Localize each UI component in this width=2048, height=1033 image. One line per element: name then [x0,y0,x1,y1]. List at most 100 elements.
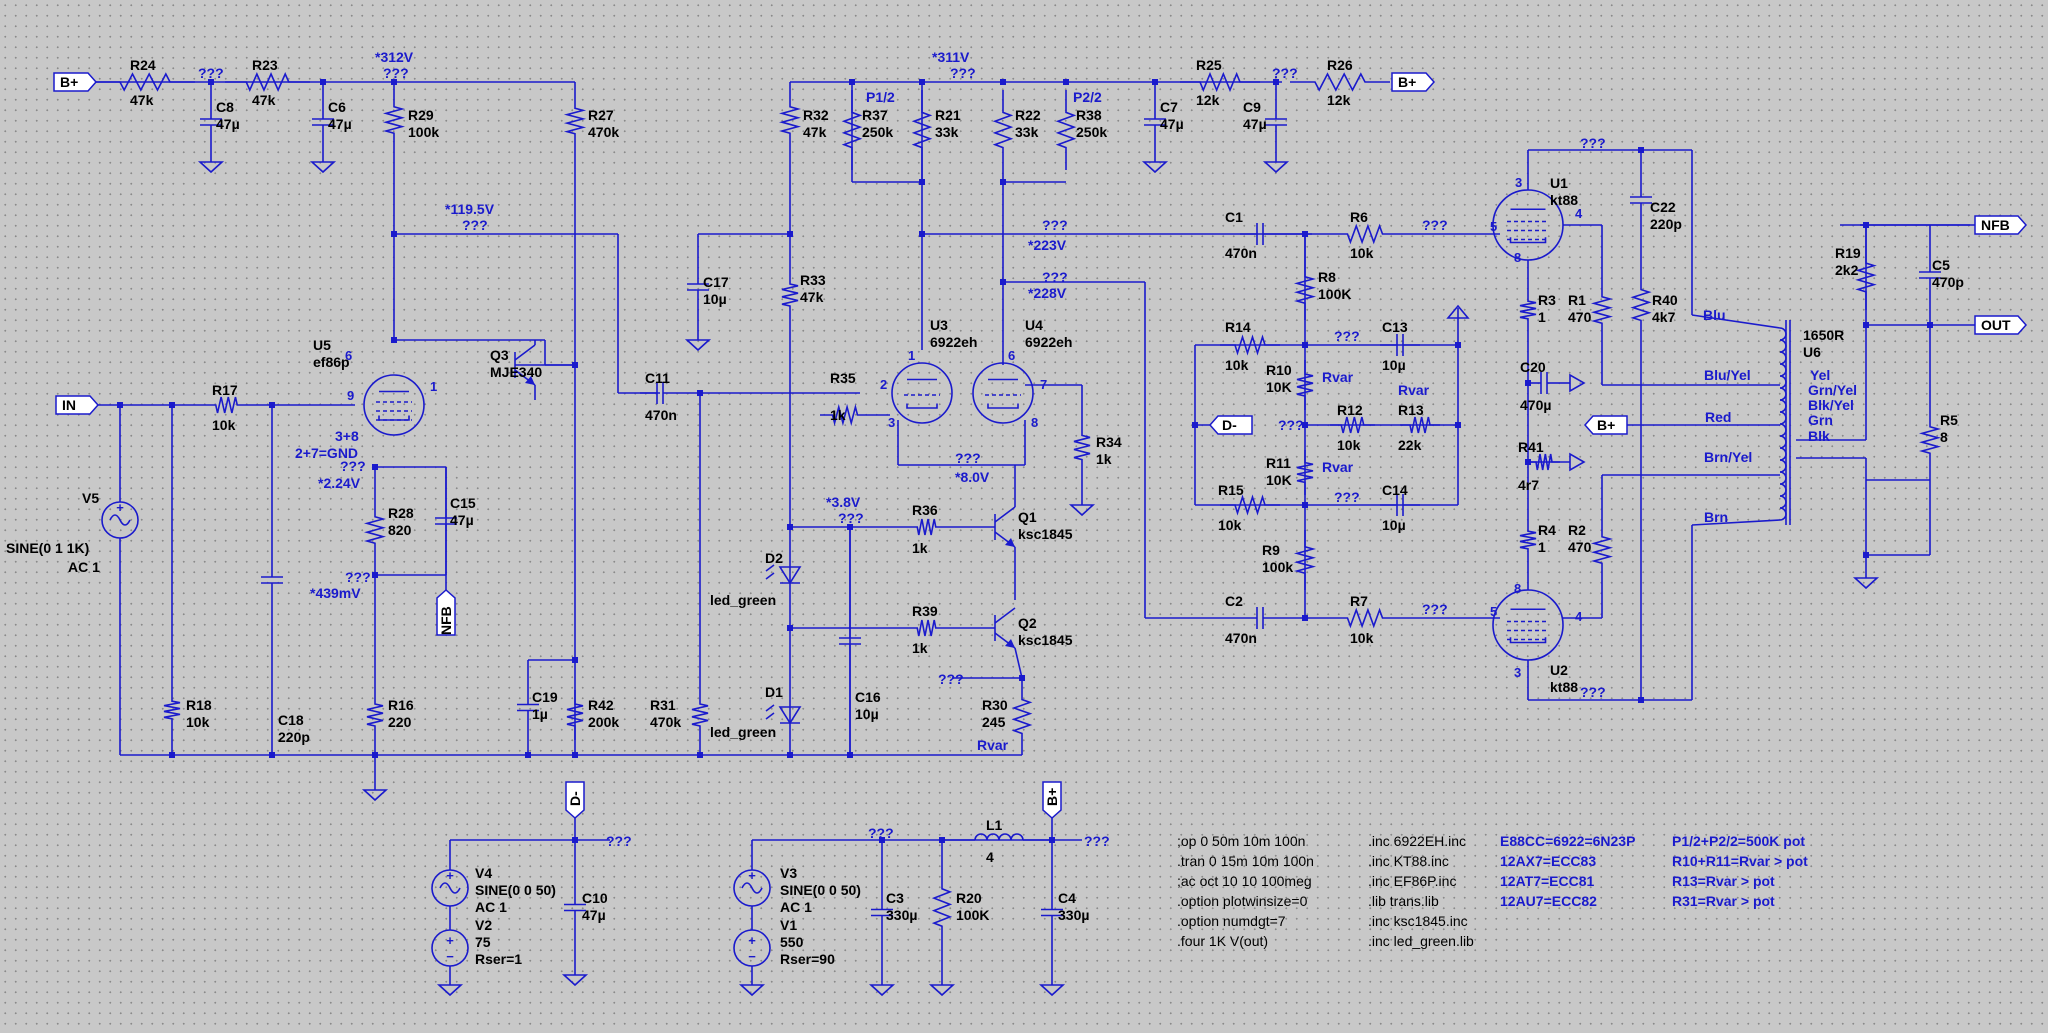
source-v4[interactable]: + [431,868,469,907]
source-v3[interactable]: + [733,868,771,907]
resistor-r26[interactable] [1290,72,1390,92]
capacitor-c11[interactable] [640,382,680,404]
capacitor-c4[interactable] [1041,840,1063,985]
ground-icon [1262,161,1290,174]
port-bplus-l[interactable]: B+ [53,72,98,92]
resistor-r22[interactable] [992,90,1014,170]
resistor-r31[interactable] [691,690,709,740]
ref-r35: R35 [830,370,856,386]
resistor-r13[interactable] [1400,416,1440,434]
resistor-r33[interactable] [781,270,799,320]
source-v2[interactable]: +− [431,929,469,967]
resistor-r12[interactable] [1330,416,1375,434]
capacitor-c14[interactable] [1380,494,1420,516]
tube-u1[interactable] [1492,189,1564,261]
resistor-r4[interactable] [1519,520,1537,560]
tube-u2[interactable] [1492,589,1564,661]
resistor-r34[interactable] [1073,420,1091,475]
resistor-r11[interactable] [1296,450,1314,495]
value-r38: 250k [1076,124,1107,140]
capacitor-c22[interactable] [1630,150,1652,250]
transformer-u6[interactable] [1779,320,1791,525]
capacitor-c17[interactable] [687,234,709,340]
capacitor-c10[interactable] [564,840,586,975]
resistor-r8[interactable] [1293,260,1317,320]
capacitor-c6[interactable] [312,82,334,162]
resistor-r35[interactable] [820,403,870,427]
capacitor-c13[interactable] [1380,334,1420,356]
resistor-r10[interactable] [1296,360,1314,410]
resistor-r40[interactable] [1630,270,1652,340]
capacitor-c19[interactable] [517,660,539,755]
port-nfb-in[interactable]: NFB [436,588,456,636]
capacitor-c9[interactable] [1265,82,1287,162]
resistor-r1[interactable] [1590,280,1614,340]
transistor-q3[interactable] [514,344,536,386]
resistor-r6[interactable] [1330,223,1400,245]
port-bplus-s[interactable]: B+ [1042,781,1062,820]
source-v1[interactable]: +− [733,929,771,967]
resistor-r15[interactable] [1220,494,1280,516]
resistor-r21[interactable] [911,90,933,170]
capacitor-c5[interactable] [1919,225,1941,325]
port-dminus-m[interactable]: D- [1208,415,1253,435]
capacitor-c7[interactable] [1144,82,1166,162]
resistor-r39[interactable] [908,619,945,637]
value-r6: 10k [1350,245,1374,261]
transistor-q2[interactable] [994,607,1016,649]
capacitor-c1[interactable] [1240,223,1280,245]
resistor-r42[interactable] [566,690,584,740]
capacitor-c2[interactable] [1240,607,1280,629]
capacitor-c16[interactable] [839,527,861,755]
port-bplus-r[interactable]: B+ [1391,72,1436,92]
led-d1[interactable] [765,704,802,725]
resistor-r25[interactable] [1180,71,1260,93]
resistor-r2[interactable] [1590,520,1614,580]
resistor-r9[interactable] [1293,530,1317,590]
capacitor-c18[interactable] [261,405,283,755]
capacitor-c3[interactable] [871,840,893,985]
minus-sign: − [748,949,756,964]
port-dminus-s[interactable]: D- [565,781,585,820]
port-out[interactable]: OUT [1974,315,2028,335]
tube-u3[interactable] [891,362,953,424]
resistor-r16[interactable] [366,690,384,740]
resistor-r20[interactable] [931,865,953,950]
resistor-r27[interactable] [563,92,587,150]
ref-c18: C18 [278,712,304,728]
resistor-r5[interactable] [1918,410,1942,470]
source-v5[interactable]: + [101,500,139,539]
ref-r7: R7 [1350,593,1368,609]
resistor-r30[interactable] [1011,678,1033,755]
resistor-r23[interactable] [225,72,310,92]
port-bplus-m[interactable]: B+ [1583,415,1628,435]
resistor-r37[interactable] [841,90,863,170]
resistor-r32[interactable] [778,90,802,150]
port-nfb-out[interactable]: NFB [1974,215,2028,235]
resistor-r17[interactable] [205,396,248,414]
led-d2[interactable] [765,564,802,585]
capacitor-c15[interactable] [435,467,457,575]
inductor-l1[interactable] [974,833,1024,841]
port-in[interactable]: IN [55,395,100,415]
resistor-r29[interactable] [382,90,406,150]
resistor-r18[interactable] [163,690,181,730]
transistor-q1[interactable] [994,506,1016,548]
resistor-r24[interactable] [95,72,195,92]
net-label-q2: ??? [198,65,224,81]
resistor-r19[interactable] [1855,245,1877,310]
tube-u4[interactable] [972,362,1034,424]
resistor-r3[interactable] [1519,290,1537,330]
capacitor-c20[interactable] [1528,372,1560,394]
tube-u5[interactable] [363,374,425,436]
resistor-r7[interactable] [1330,607,1400,629]
resistor-r41[interactable] [1528,453,1560,471]
capacitor-c8[interactable] [200,82,222,162]
resistor-r36[interactable] [908,518,945,536]
resistor-r14[interactable] [1220,334,1280,356]
resistor-r38[interactable] [1055,90,1077,170]
resistor-r28[interactable] [363,500,387,560]
